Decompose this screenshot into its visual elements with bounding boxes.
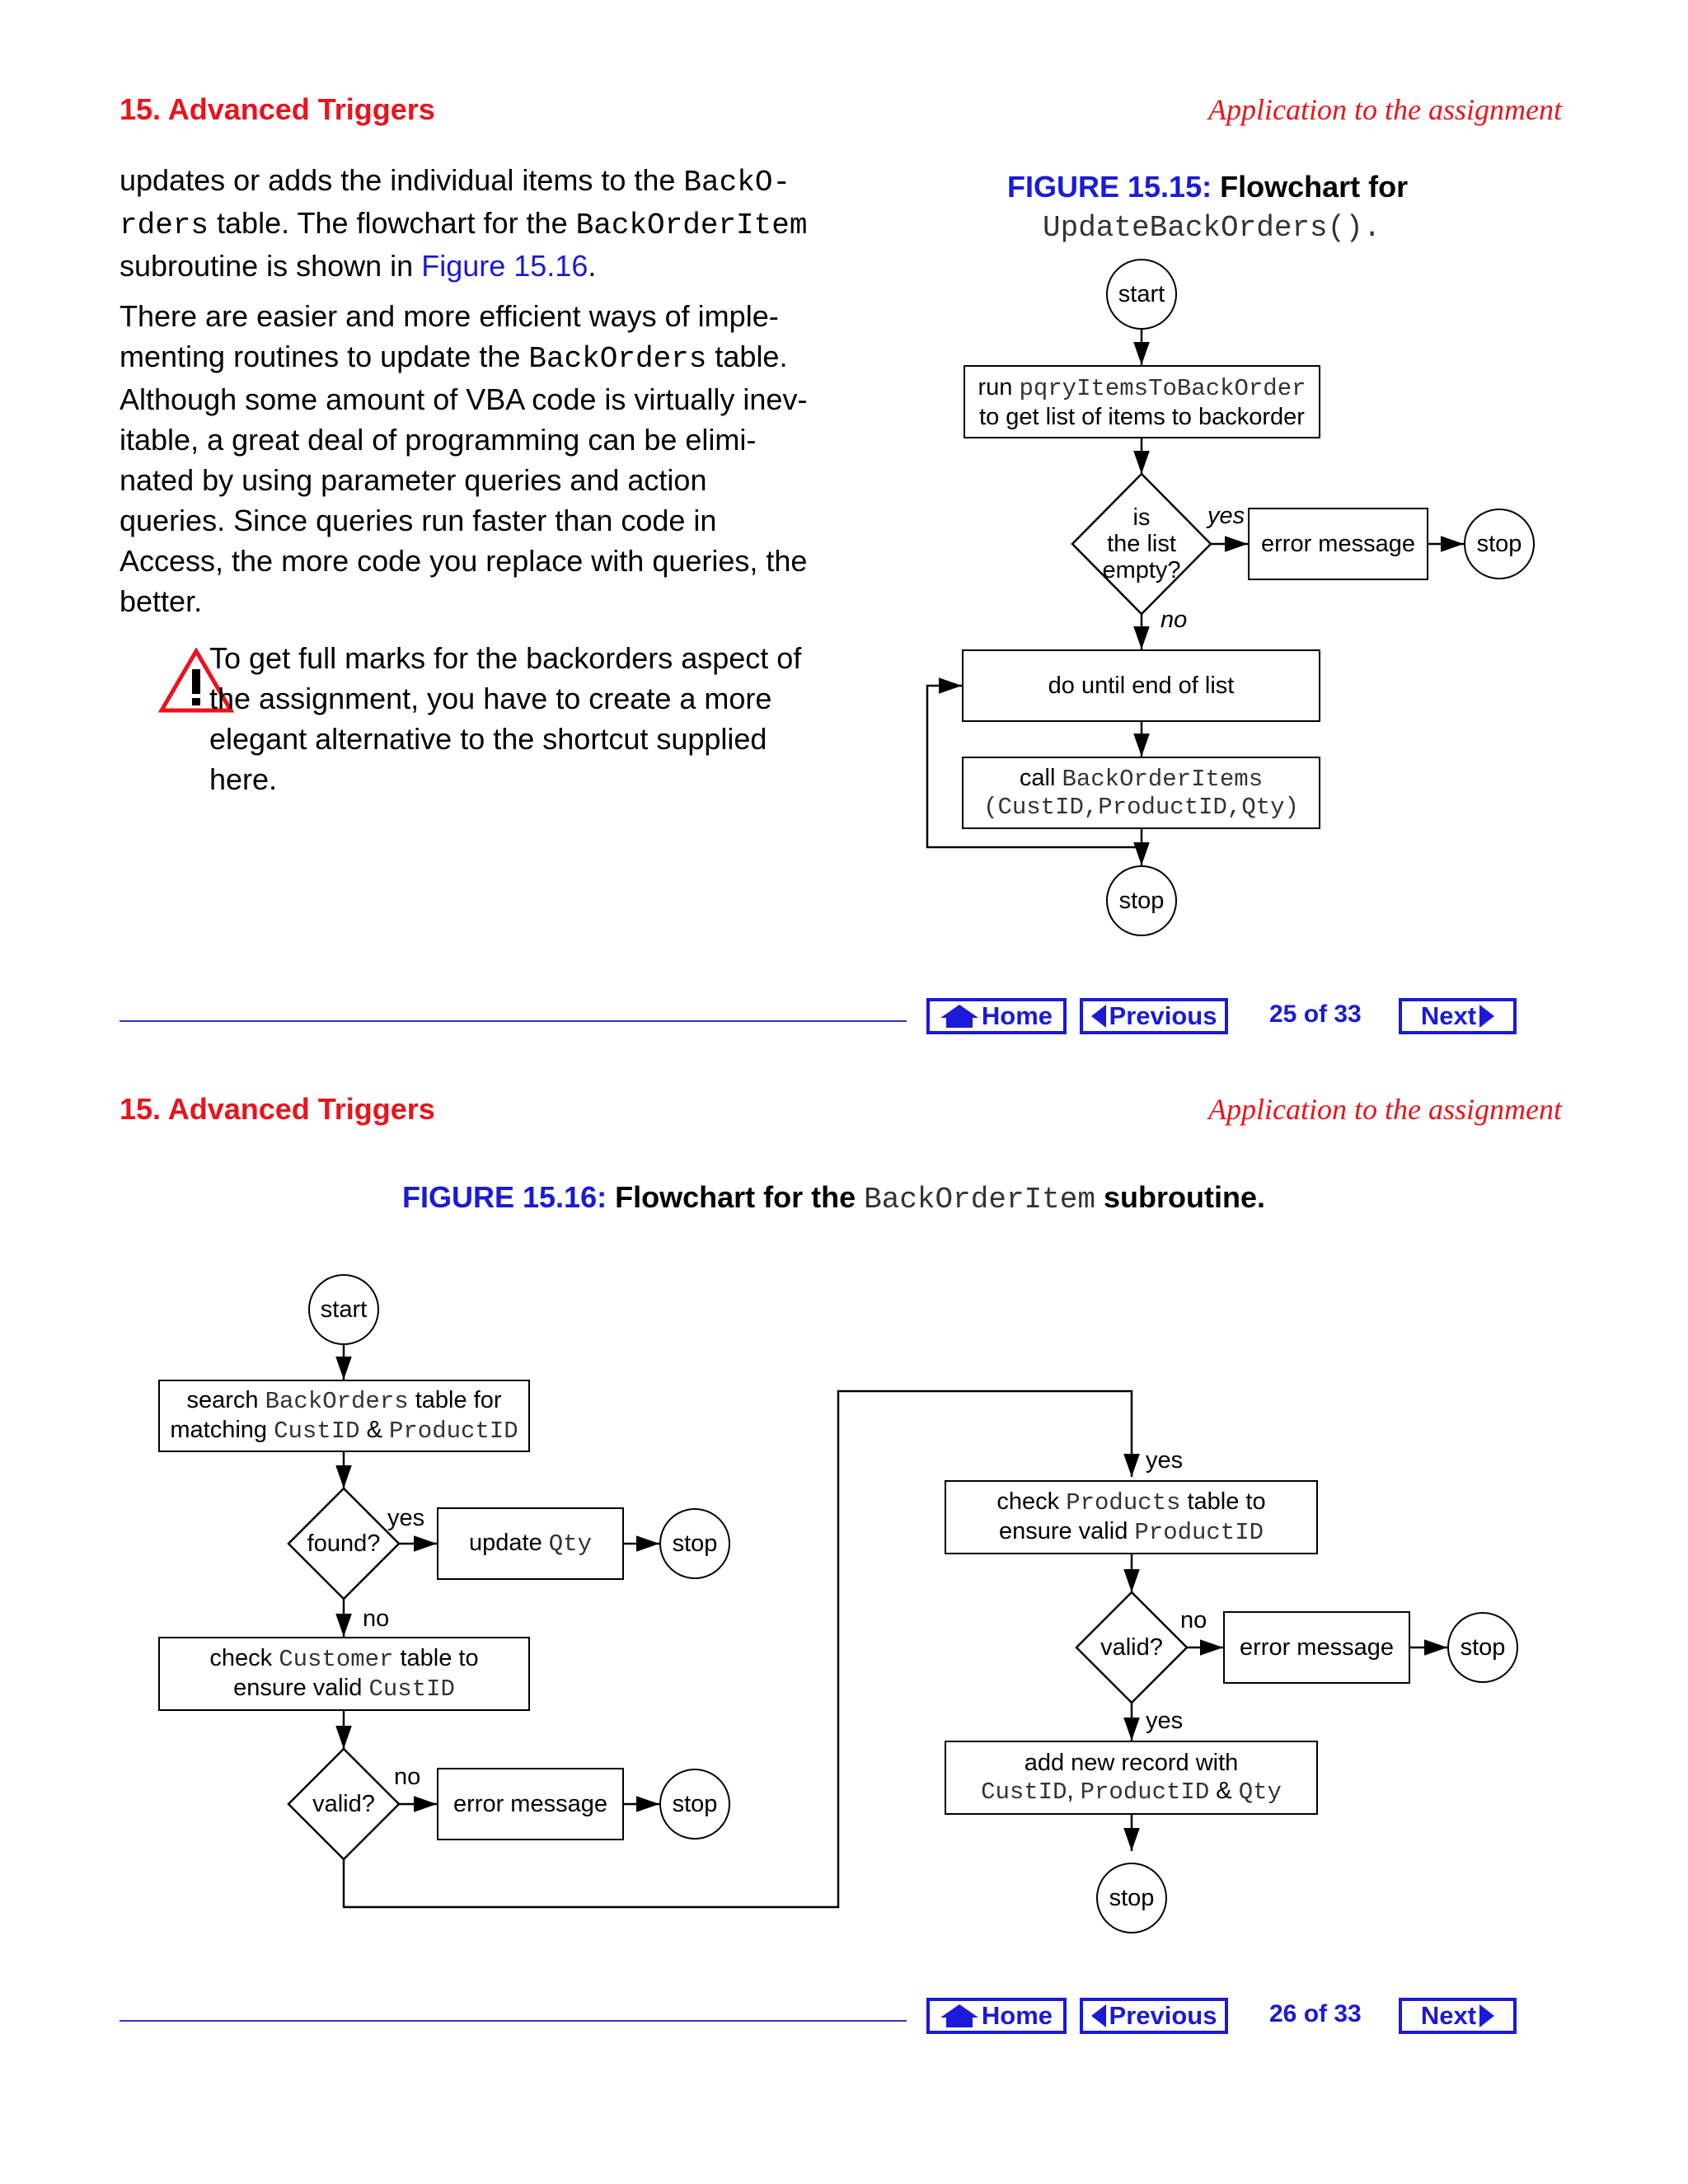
flow2-check-customer: check Customer table to ensure valid Cus… xyxy=(158,1637,530,1711)
flow2-decision-found: found? xyxy=(307,1530,381,1557)
flow2-search: search BackOrders table for matching Cus… xyxy=(158,1380,530,1452)
figure-caption-code: UpdateBackOrders(). xyxy=(1043,211,1381,245)
flow2-stop-2: stop xyxy=(659,1769,730,1840)
home-icon xyxy=(940,1005,978,1028)
flow2-decision-valid-1: valid? xyxy=(312,1791,375,1817)
flow2-label-no-2: no xyxy=(394,1764,421,1790)
warning-text: To get full marks for the backorders asp… xyxy=(209,641,802,796)
flow2-update-qty: update Qty xyxy=(437,1507,624,1580)
arrow-right-icon xyxy=(1479,1005,1495,1028)
paragraph-1: updates or adds the individual items to … xyxy=(120,163,808,283)
arrow-left-icon xyxy=(1090,2004,1106,2027)
flow-label-yes: yes xyxy=(1207,503,1245,529)
section-subtitle-2: Application to the assignment xyxy=(1208,1093,1562,1126)
flow2-label-yes: yes xyxy=(387,1505,425,1531)
flow2-label-yes-2: yes xyxy=(1146,1447,1184,1474)
flow2-stop-4: stop xyxy=(1096,1863,1167,1933)
previous-button-2[interactable]: Previous xyxy=(1080,1998,1228,2034)
flow2-check-products: check Products table to ensure valid Pro… xyxy=(945,1480,1318,1554)
next-button-2[interactable]: Next xyxy=(1399,1998,1517,2034)
page-number-2: 26 of 33 xyxy=(1269,2000,1362,2027)
flow2-error-2: error message xyxy=(1223,1611,1410,1684)
flow-decision-empty: is the list empty? xyxy=(1102,504,1181,583)
home-button-2[interactable]: Home xyxy=(926,1998,1067,2034)
flow2-label-no-3: no xyxy=(1180,1607,1207,1633)
flow-call: call BackOrderItems (CustID,ProductID,Qt… xyxy=(962,757,1320,829)
flow-error-message: error message xyxy=(1248,508,1428,580)
flow-stop: stop xyxy=(1464,509,1535,579)
figure-link[interactable]: Figure 15.16 xyxy=(421,249,588,283)
arrow-left-icon xyxy=(1090,1005,1106,1028)
flow2-label-yes-3: yes xyxy=(1146,1708,1184,1734)
figure-caption-2: FIGURE 15.16: Flowchart for the BackOrde… xyxy=(402,1180,1265,1216)
next-button[interactable]: Next xyxy=(1399,998,1517,1034)
section-title-2: 15. Advanced Triggers xyxy=(120,1092,435,1126)
flow-stop-end: stop xyxy=(1106,865,1177,936)
arrow-right-icon xyxy=(1479,2004,1495,2027)
flow2-add-record: add new record with CustID, ProductID & … xyxy=(945,1741,1318,1815)
flow-loop: do until end of list xyxy=(962,649,1320,722)
flow-label-no: no xyxy=(1160,607,1188,633)
page-number: 25 of 33 xyxy=(1269,1001,1362,1028)
flow2-stop-1: stop xyxy=(659,1508,730,1579)
figure-caption: FIGURE 15.15: Flowchart for xyxy=(1007,170,1409,204)
flow2-label-no: no xyxy=(363,1605,390,1632)
flow2-decision-valid-2: valid? xyxy=(1100,1634,1163,1661)
home-button[interactable]: Home xyxy=(926,998,1067,1034)
warning-icon xyxy=(158,648,234,713)
body-text: updates or adds the individual items to … xyxy=(120,160,837,631)
footer-rule-2 xyxy=(120,2020,907,2022)
flow-run-query: run pqryItemsToBackOrder to get list of … xyxy=(964,365,1320,438)
flow2-start: start xyxy=(308,1274,379,1345)
flow2-stop-3: stop xyxy=(1447,1612,1518,1683)
section-title: 15. Advanced Triggers xyxy=(120,92,435,126)
section-subtitle: Application to the assignment xyxy=(1208,93,1562,126)
home-icon xyxy=(940,2004,978,2027)
flow2-error-1: error message xyxy=(437,1768,624,1840)
paragraph-2: There are easier and more efficient ways… xyxy=(120,299,808,618)
previous-button[interactable]: Previous xyxy=(1080,998,1228,1034)
footer-rule xyxy=(120,1020,907,1022)
flow-start: start xyxy=(1106,259,1177,330)
